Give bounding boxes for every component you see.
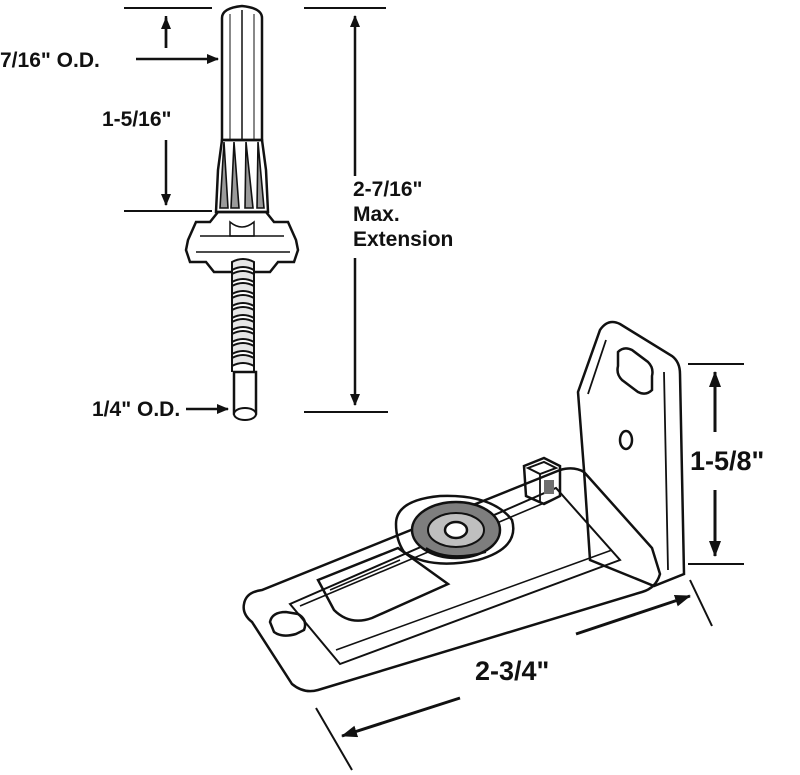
max-ext-word: Max. (353, 203, 400, 226)
pin-od-label: 7/16" O.D. (0, 49, 100, 72)
bracket-dimensions: 1-5/8" 2-3/4" (315, 363, 764, 771)
mounting-bracket (242, 320, 686, 693)
bracket-length-label: 2-3/4" (475, 656, 549, 686)
wall-round-hole (618, 429, 634, 451)
pivot-pin (184, 4, 300, 421)
bracket-length-left-arrow (341, 696, 461, 738)
base-slot-hole (268, 610, 307, 637)
wall-slot-hole (616, 347, 654, 395)
base-post-tab (522, 456, 562, 506)
max-ext-value: 2-7/16" (353, 178, 423, 201)
bracket-length-right-arrow (575, 594, 691, 636)
stud-od-label: 1/4" O.D. (92, 398, 180, 421)
pin-length-label: 1-5/16" (102, 108, 172, 131)
bracket-height-label: 1-5/8" (690, 446, 764, 476)
pin-dimensions: 7/16" O.D. 1-5/16" 2-7/16" Max. Extensio… (0, 7, 453, 421)
max-ext-caption: Extension (353, 228, 453, 251)
